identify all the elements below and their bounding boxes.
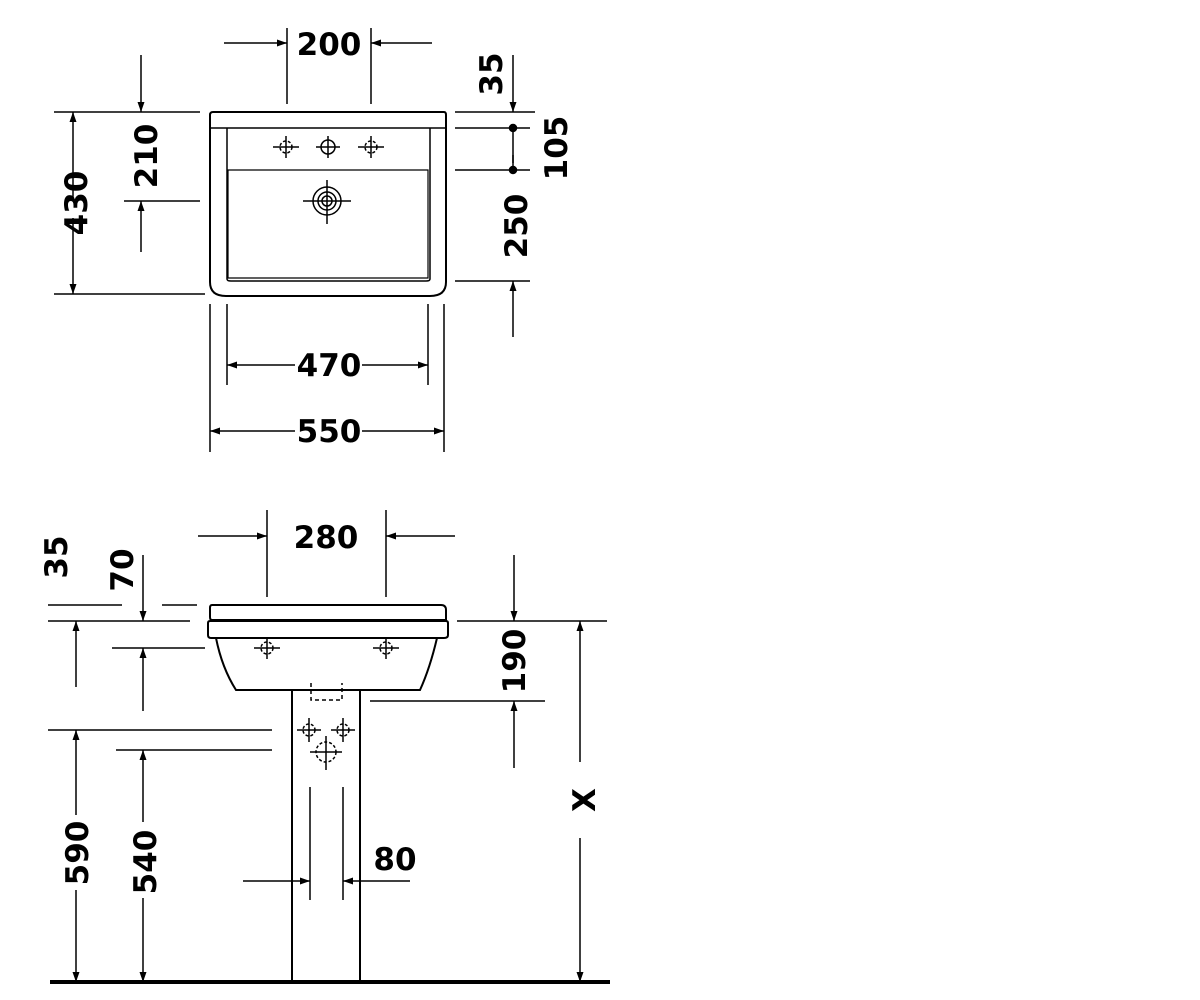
label-bowl-width: 470 [297, 348, 362, 384]
dim-right-top [455, 55, 535, 337]
label-tap-to-waste: 105 [539, 116, 575, 181]
label-waste-to-front: 250 [499, 194, 535, 259]
tap-hole-left-icon [273, 136, 299, 158]
top-view [54, 28, 535, 452]
tap-deck [226, 128, 431, 282]
label-mounting-height-x: X [567, 788, 603, 812]
supply-left-icon [297, 718, 321, 742]
dim-right-side [370, 555, 607, 982]
basin-side-outline [209, 604, 447, 621]
side-view [48, 510, 610, 984]
pedestal [291, 690, 361, 982]
label-basin-height: 190 [497, 629, 533, 694]
label-front-to-taps: 210 [129, 124, 165, 189]
dim-left [54, 55, 205, 295]
dim-left-bottom-side [48, 729, 272, 982]
dim-overall-width [209, 304, 445, 452]
waste-outlet-icon [303, 180, 351, 224]
basin-rim-band [207, 620, 449, 639]
tap-hole-center-icon [316, 136, 340, 158]
label-rim-depth-top: 35 [474, 52, 510, 95]
label-overall-width: 550 [297, 414, 362, 450]
dim-tap-spacing [224, 28, 432, 104]
label-rim-depth-side: 35 [39, 535, 75, 578]
waste-side-icon [310, 736, 342, 770]
label-fixing-height: 540 [128, 830, 164, 895]
label-tap-spacing: 200 [297, 27, 362, 63]
label-fixing-spacing: 280 [294, 520, 359, 556]
fixing-hole-left-icon [254, 637, 280, 659]
basin-top-outline [209, 111, 447, 297]
label-fixing-drop: 70 [105, 548, 141, 591]
bowl-outline [227, 169, 429, 279]
basin-bowl-side [215, 637, 438, 691]
label-pedestal-width: 80 [373, 842, 416, 878]
trap-outline [310, 683, 343, 701]
label-rim-height: 590 [60, 821, 96, 886]
supply-right-icon [331, 718, 355, 742]
tap-hole-right-icon [358, 136, 384, 158]
dim-bowl-width [226, 304, 429, 385]
dim-pedestal-width [243, 787, 410, 900]
dim-left-top-side [48, 555, 205, 711]
label-overall-depth: 430 [59, 171, 95, 236]
dim-fixing-spacing [198, 510, 455, 597]
fixing-hole-right-icon [373, 637, 399, 659]
